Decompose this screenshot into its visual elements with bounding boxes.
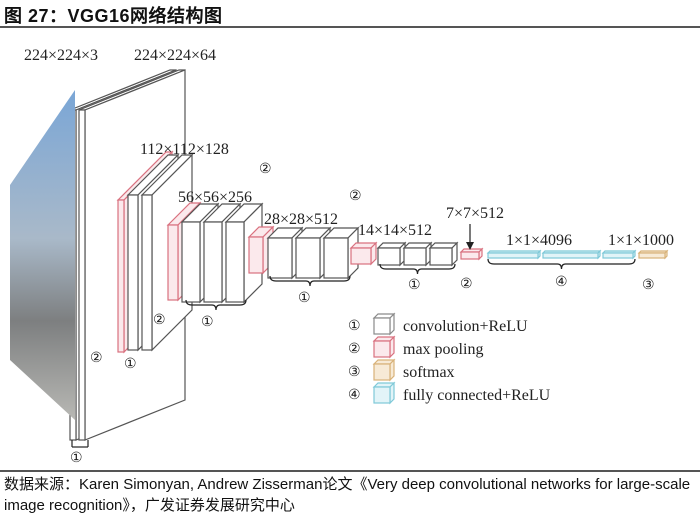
pool5-layer (459, 247, 484, 261)
conv4-layer (266, 226, 304, 280)
marker-pool3: ② (259, 162, 272, 177)
legend-label: softmax (403, 364, 455, 381)
title-divider (0, 26, 700, 28)
brace-conv3 (185, 299, 247, 311)
marker-conv1: ① (70, 451, 83, 466)
marker-pool4: ② (349, 189, 362, 204)
arrow-head (466, 242, 474, 250)
size-label-input: 224×224×3 (24, 47, 98, 64)
legend-item: ④ fully connected+ReLU (348, 381, 551, 405)
marker-fc: ④ (555, 275, 568, 290)
softmax-layer (637, 249, 669, 260)
size-label-conv3: 56×56×256 (178, 189, 252, 206)
size-label-softmax: 1×1×1000 (608, 232, 674, 249)
brace-fc (487, 258, 636, 270)
marker-conv3: ① (201, 315, 214, 330)
input-image (10, 90, 75, 420)
brace-conv4 (269, 275, 351, 287)
legend-marker: ① (348, 319, 361, 334)
legend-marker: ③ (348, 365, 361, 380)
legend-swatch (373, 340, 391, 358)
legend-item: ③ softmax (348, 358, 455, 382)
brace-conv5 (379, 263, 456, 275)
conv5-layer (376, 241, 407, 267)
size-label-fc: 1×1×4096 (506, 232, 572, 249)
legend-item: ② max pooling (348, 335, 483, 359)
marker-pool5: ② (460, 277, 473, 292)
marker-conv4: ① (298, 291, 311, 306)
legend-label: convolution+ReLU (403, 318, 528, 335)
marker-conv5: ① (408, 278, 421, 293)
legend-marker: ② (348, 342, 361, 357)
legend-label: max pooling (403, 341, 483, 358)
legend-swatch (373, 363, 391, 381)
legend-item: ① convolution+ReLU (348, 312, 528, 336)
legend-swatch (373, 317, 391, 335)
marker-conv2: ① (124, 357, 137, 372)
marker-pool1: ② (90, 351, 103, 366)
marker-softmax: ③ (642, 278, 655, 293)
legend-swatch (373, 386, 391, 404)
pool3-layer (247, 225, 275, 275)
conv5-layer (428, 241, 459, 267)
legend-label: fully connected+ReLU (403, 387, 551, 404)
source-caption: 数据来源：Karen Simonyan, Andrew Zisserman论文《… (4, 476, 691, 514)
size-label-conv1: 224×224×64 (134, 47, 216, 64)
footer-divider (0, 470, 700, 472)
fc-layer (486, 249, 542, 260)
size-label-conv5: 14×14×512 (358, 222, 432, 239)
conv5-layer (402, 241, 433, 267)
marker-pool2: ② (153, 313, 166, 328)
size-label-conv2: 112×112×128 (140, 141, 229, 158)
size-label-conv4: 28×28×512 (264, 211, 338, 228)
pool4-layer (349, 241, 378, 266)
figure-title: 图 27：VGG16网络结构图 (4, 6, 223, 26)
legend-marker: ④ (348, 388, 361, 403)
fc-layer (541, 249, 602, 260)
size-label-pool5: 7×7×512 (446, 205, 504, 222)
fc-layer (601, 249, 637, 260)
